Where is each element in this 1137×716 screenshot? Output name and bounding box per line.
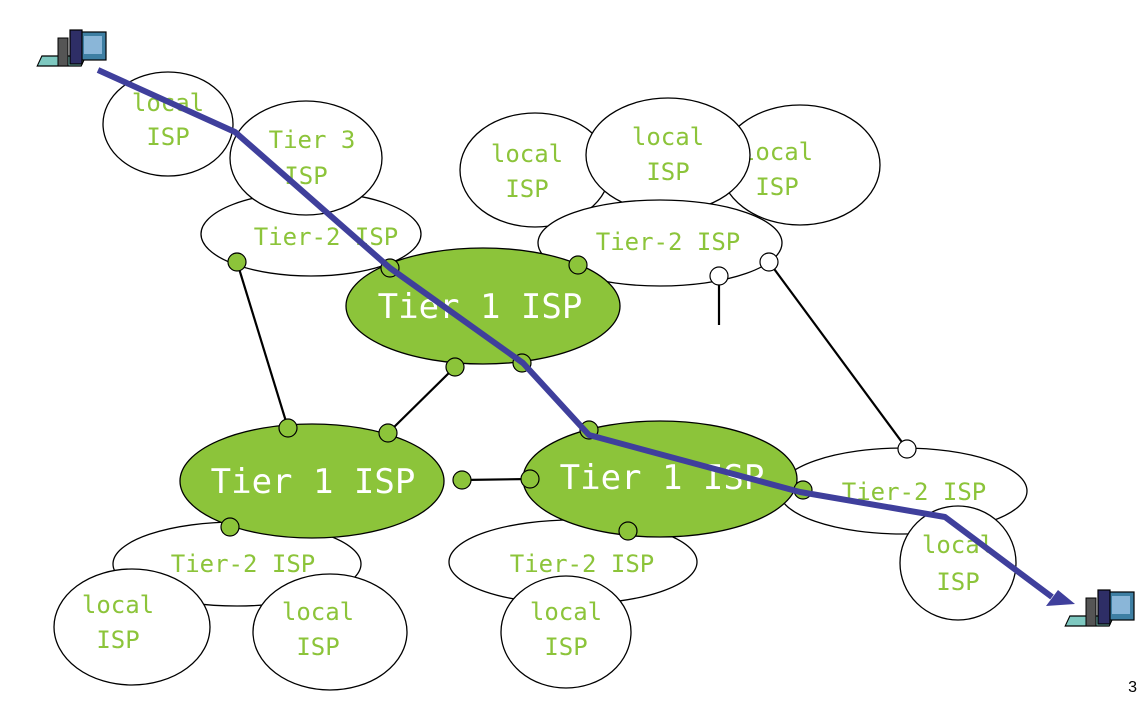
- local-isp-label-line1: local: [530, 598, 602, 626]
- local-isp-bottom-left-2: local ISP: [252, 573, 408, 691]
- tier2-isp-upper-right: Tier-2 ISP: [537, 199, 783, 287]
- tier1-isp-right: Tier 1 ISP: [522, 420, 798, 538]
- local-isp-label-line2: ISP: [544, 633, 587, 661]
- link-t1top-t1left: [387, 366, 456, 434]
- computer-icon: [36, 29, 107, 67]
- tier2-isp-bottom-middle: Tier-2 ISP: [448, 519, 698, 605]
- tier3-isp-label-line1: Tier 3: [269, 126, 356, 154]
- local-isp-bottom-left-1: local ISP: [53, 568, 211, 686]
- link-t2right-t2far: [768, 261, 908, 450]
- router-dot: [220, 517, 240, 537]
- computer-icon: [1064, 589, 1135, 627]
- tier1-isp-left-label: Tier 1 ISP: [211, 462, 416, 502]
- tier1-isp-top-label: Tier 1 ISP: [378, 287, 583, 327]
- tier1-isp-left: Tier 1 ISP: [179, 423, 445, 539]
- packet-path: [96, 67, 1054, 600]
- tier2-isp-upper-right-label: Tier-2 ISP: [596, 228, 741, 256]
- tier2-isp-bottom-left-label: Tier-2 ISP: [171, 550, 316, 578]
- router-dot: [378, 423, 398, 443]
- tier2-isp-upper-left-label: Tier-2 ISP: [254, 223, 399, 251]
- local-isp-upper-right-3: local ISP: [719, 104, 881, 226]
- link-t1left-t1right: [461, 477, 531, 482]
- local-isp-label-line2: ISP: [505, 175, 548, 203]
- local-isp-label-line1: local: [491, 140, 563, 168]
- local-isp-label-line2: ISP: [296, 633, 339, 661]
- router-dot: [759, 252, 779, 272]
- local-isp-label-line2: ISP: [96, 626, 139, 654]
- local-isp-label-line2: ISP: [936, 568, 979, 596]
- local-isp-bottom-middle: local ISP: [500, 575, 632, 689]
- tier2-isp-bottom-middle-label: Tier-2 ISP: [510, 550, 655, 578]
- local-isp-label-line2: ISP: [146, 123, 189, 151]
- local-isp-label-line1: local: [282, 598, 354, 626]
- tier1-isp-top: Tier 1 ISP: [345, 247, 621, 365]
- local-isp-label-line2: ISP: [646, 158, 689, 186]
- local-isp-label-line2: ISP: [755, 173, 798, 201]
- local-isp-upper-right-2: local ISP: [585, 97, 751, 213]
- router-dot: [568, 255, 588, 275]
- tier3-isp-label-line2: ISP: [284, 162, 327, 190]
- local-isp-label-line1: local: [82, 591, 154, 619]
- tier3-isp: Tier 3 ISP: [229, 100, 383, 216]
- path-arrowhead: [1046, 590, 1075, 606]
- router-dot: [618, 521, 638, 541]
- router-dot: [445, 357, 465, 377]
- router-dot: [897, 439, 917, 459]
- router-dot: [452, 470, 472, 490]
- tier1-isp-right-label: Tier 1 ISP: [560, 458, 765, 498]
- local-isp-upper-right-1: local ISP: [459, 112, 611, 228]
- router-dot: [278, 418, 298, 438]
- local-isp-label-line1: local: [632, 123, 704, 151]
- local-isp-label-line1: local: [741, 138, 813, 166]
- link-t2left-t1left: [235, 261, 290, 429]
- router-dot: [227, 252, 247, 272]
- page-number: 3: [1128, 679, 1137, 696]
- router-dot: [520, 469, 540, 489]
- router-dot: [709, 266, 729, 286]
